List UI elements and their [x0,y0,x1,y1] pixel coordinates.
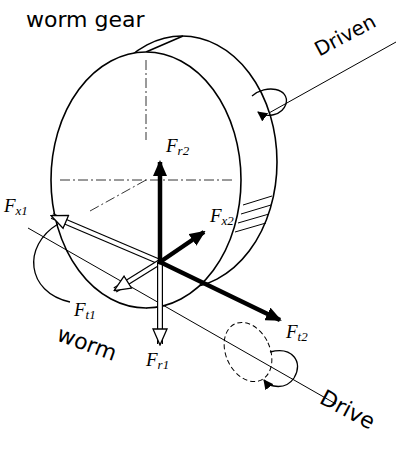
force-arrow-ft2 [160,262,280,320]
worm-axis [28,228,336,404]
force-arrow-outline [52,216,160,262]
center-line [146,60,147,140]
part-name: worm gear [26,8,145,32]
force-label: Fx2 [210,206,234,228]
force-label: Ft2 [286,322,308,344]
gear-rim-edge [146,36,183,52]
force-arrow-fx1 [52,216,160,262]
worm-helix-curve [34,224,70,302]
force-label: Ft1 [74,300,96,322]
gear-axis [90,180,146,211]
contact-point [158,260,163,265]
force-label: Fr1 [146,350,169,372]
gear-tooth [238,214,269,223]
force-arrow-outline [115,262,160,290]
shaft-label: Driven [311,10,380,60]
rotation-arrow [252,89,286,115]
rotation-arrow [264,351,298,387]
force-arrow-outline [157,262,163,344]
shaft-label: Drive [316,386,379,435]
gear-front-face [51,52,241,308]
force-arrow-fr1 [158,262,162,344]
force-label: Fx1 [4,196,28,218]
force-arrow-fx2 [160,232,204,262]
force-arrow-ft1 [115,262,160,290]
gear-tooth [241,205,271,214]
gear-tooth [243,196,272,205]
gear-tooth [235,223,266,232]
part-name: worm [54,322,120,366]
force-arrow-fr2 [158,162,163,262]
force-label: Fr2 [166,136,189,158]
gear-force-arrows [160,162,280,320]
